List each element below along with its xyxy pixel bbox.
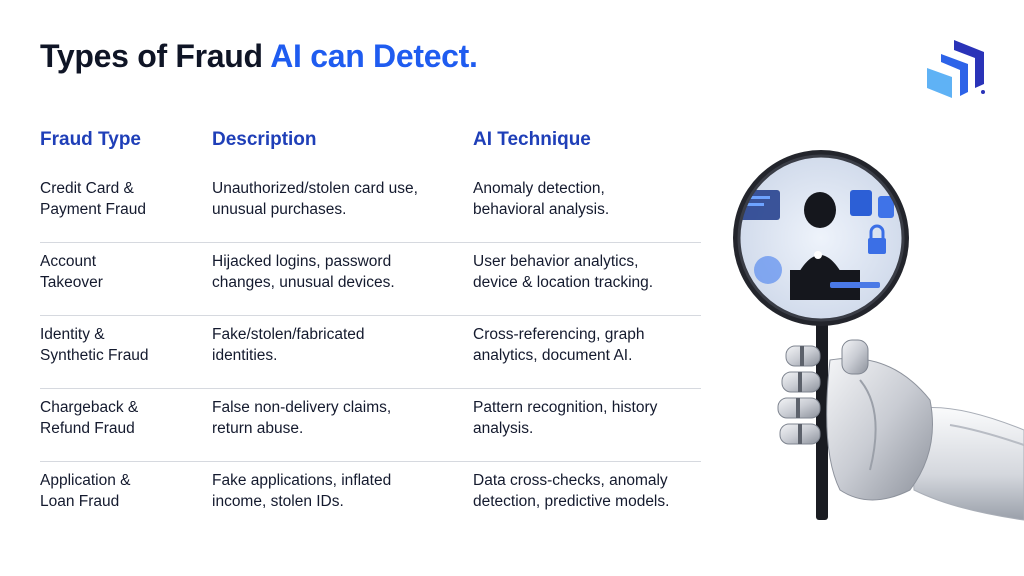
title-accent: AI can Detect. [270, 38, 478, 74]
header-description: Description [212, 129, 317, 150]
header-fraud-type: Fraud Type [40, 129, 141, 150]
table-header: Fraud Type Description AI Technique [40, 124, 701, 170]
ai-technique-cell: Data cross-checks, anomaly detection, pr… [473, 472, 670, 510]
description-cell: False non-delivery claims, return abuse. [212, 399, 392, 437]
fraud-type-cell: Chargeback & Refund Fraud [40, 399, 139, 437]
magnifying-glass-robot-hand-illustration [733, 150, 1024, 521]
fraud-types-table: Fraud Type Description AI Technique Cred… [40, 124, 701, 535]
table-row: Application & Loan Fraud Fake applicatio… [40, 462, 701, 535]
header-ai-technique: AI Technique [473, 129, 591, 150]
description-cell: Unauthorized/stolen card use, unusual pu… [212, 180, 418, 218]
ai-technique-cell: Pattern recognition, history analysis. [473, 399, 658, 437]
fraud-type-cell: Account Takeover [40, 253, 103, 291]
ai-technique-cell: User behavior analytics, device & locati… [473, 253, 654, 291]
table-row: Credit Card & Payment Fraud Unauthorized… [40, 170, 701, 243]
table-row: Chargeback & Refund Fraud False non-deli… [40, 389, 701, 462]
fraud-type-cell: Credit Card & Payment Fraud [40, 180, 146, 218]
title-main: Types of Fraud [40, 38, 271, 74]
table-row: Identity & Synthetic Fraud Fake/stolen/f… [40, 316, 701, 389]
fraud-type-cell: Application & Loan Fraud [40, 472, 131, 510]
description-cell: Hijacked logins, password changes, unusu… [212, 253, 395, 291]
table-row: Account Takeover Hijacked logins, passwo… [40, 243, 701, 316]
ai-technique-cell: Anomaly detection, behavioral analysis. [473, 180, 610, 218]
description-cell: Fake applications, inflated income, stol… [212, 472, 392, 510]
page-title: Types of Fraud AI can Detect. [40, 38, 478, 75]
brand-logo-icon [927, 40, 985, 98]
ai-technique-cell: Cross-referencing, graph analytics, docu… [473, 326, 645, 364]
description-cell: Fake/stolen/fabricated identities. [212, 326, 365, 364]
fraud-type-cell: Identity & Synthetic Fraud [40, 326, 149, 364]
